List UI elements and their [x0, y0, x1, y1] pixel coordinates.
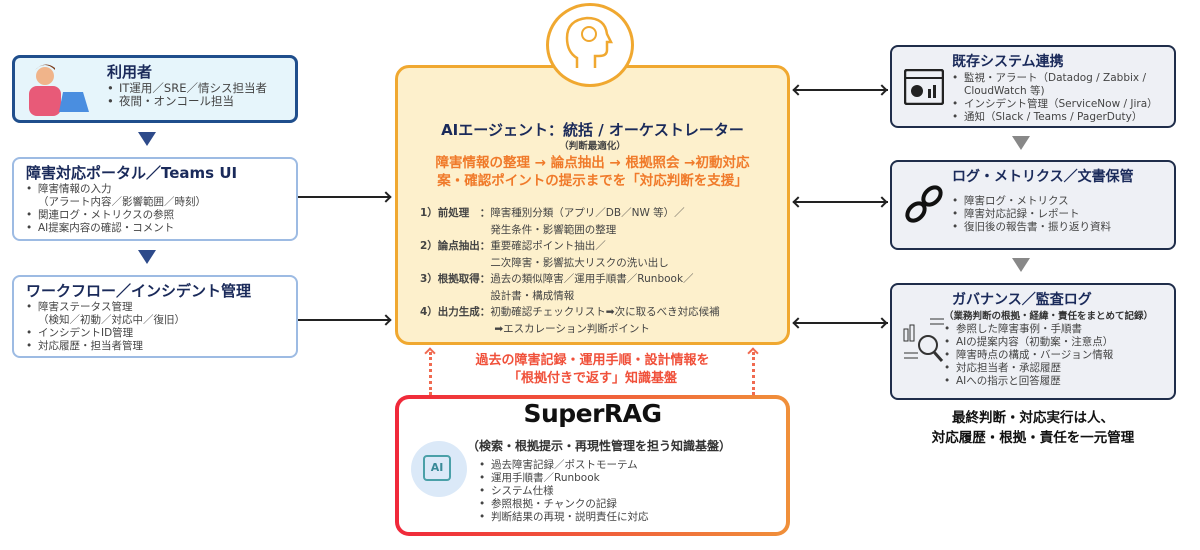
portal-item: 障害情報の入力: [26, 183, 284, 196]
step-line: 過去の類似障害／運用手順書／Runbook／: [490, 273, 694, 285]
governance-box: ガバナンス／監査ログ （業務判断の根拠・経緯・責任をまとめて記録） 参照した障害…: [890, 283, 1176, 400]
arrow-head-icon: [380, 314, 392, 326]
users-box: 利用者 IT運用／SRE／情シス担当者夜間・オンコール担当: [12, 55, 298, 123]
governance-item: 参照した障害事例・手順書: [944, 323, 1170, 336]
arrow-head-icon: [424, 347, 436, 359]
knowledge-caption: 「根拠付きで返す」知識基盤: [507, 371, 677, 386]
governance-note: （業務判断の根拠・経緯・責任をまとめて記録）: [944, 311, 1154, 322]
arrow-head-icon: [747, 347, 759, 359]
down-arrow-icon: [1012, 258, 1030, 272]
governance-title: ガバナンス／監査ログ: [952, 292, 1092, 308]
audit-search-icon: [903, 318, 944, 362]
arrow-agent-logs: [793, 201, 888, 203]
down-arrow-icon: [138, 132, 156, 146]
workflow-item: 障害ステータス管理: [26, 301, 284, 314]
step-line: 発生条件・影響範囲の整理: [490, 223, 617, 236]
governance-item: AIへの指示と回答履歴: [944, 375, 1170, 388]
agent-title: AIエージェント：統括 / オーケストレーター: [441, 121, 744, 139]
step-label: 1）前処理 ：: [420, 207, 491, 219]
dashed-arrow-left: [429, 352, 432, 395]
arrow-head-icon: [876, 84, 888, 96]
existing-title: 既存システム連携: [952, 54, 1064, 70]
knowledge-caption: 過去の障害記録・運用手順・設計情報を: [475, 353, 710, 368]
superrag-item: 参照根拠・チャンクの記録: [479, 498, 649, 511]
ai-chip-label: AI: [423, 455, 451, 481]
arrow-head-icon: [792, 84, 804, 96]
ai-chip-icon: AI: [411, 441, 467, 497]
footer-note: 最終判断・対応実行は人、: [952, 410, 1114, 426]
users-item: 夜間・オンコール担当: [107, 95, 283, 109]
existing-item: 通知（Slack / Teams / PagerDuty）: [952, 111, 1164, 124]
portal-item: （アラート内容／影響範囲／時刻）: [38, 196, 206, 208]
arrow-head-icon: [380, 191, 392, 203]
superrag-subtitle: （検索・根拠提示・再現性管理を担う知識基盤）: [467, 439, 732, 453]
logs-item: 障害ログ・メトリクス: [952, 195, 1164, 208]
agent-lead: 案・確認ポイントの提示までを「対応判断を支援」: [437, 173, 748, 189]
existing-item: インシデント管理（ServiceNow / Jira）: [952, 98, 1164, 111]
agent-lead: 障害情報の整理 → 論点抽出 → 根拠照会 →初動対応: [435, 155, 750, 171]
portal-item: 関連ログ・メトリクスの参照: [26, 209, 284, 222]
superrag-item: 判断結果の再現・説明責任に対応: [479, 511, 649, 524]
workflow-item: 対応履歴・担当者管理: [26, 340, 284, 353]
arrow-head-icon: [876, 317, 888, 329]
down-arrow-icon: [1012, 136, 1030, 150]
governance-item: AIの提案内容（初動案・注意点）: [944, 336, 1170, 349]
dashboard-icon: [904, 69, 944, 105]
governance-item: 対応担当者・承認履歴: [944, 362, 1170, 375]
workflow-item: インシデントID管理: [26, 327, 284, 340]
arrow-agent-existing: [793, 89, 888, 91]
arrow-head-icon: [792, 317, 804, 329]
logs-box: ログ・メトリクス／文書保管 障害ログ・メトリクス障害対応記録・レポート復旧後の報…: [890, 160, 1176, 250]
workflow-box: ワークフロー／インシデント管理 障害ステータス管理（検知／初動／対応中／復旧）イ…: [12, 275, 298, 358]
portal-item: AI提案内容の確認・コメント: [26, 222, 284, 235]
brain-head-icon: [546, 3, 634, 87]
step-line: ➡エスカレーション判断ポイント: [494, 322, 650, 335]
arrow-agent-governance: [793, 322, 888, 324]
arrow-workflow-agent: [298, 319, 390, 321]
step-line: 重要確認ポイント抽出／: [490, 240, 606, 252]
governance-item: 障害時点の構成・バージョン情報: [944, 349, 1170, 362]
portal-title: 障害対応ポータル／Teams UI: [26, 164, 238, 182]
users-item: IT運用／SRE／情シス担当者: [107, 82, 283, 96]
step-line: 二次障害・影響拡大リスクの洗い出し: [490, 256, 669, 269]
logs-item: 復旧後の報告書・振り返り資料: [952, 221, 1164, 234]
existing-item: CloudWatch 等): [964, 85, 1045, 97]
users-title: 利用者: [107, 63, 153, 81]
step-label: 4）出力生成：: [420, 306, 491, 318]
user-laptop-icon: [29, 64, 89, 116]
workflow-item: （検知／初動／対応中／復旧）: [38, 314, 185, 326]
arrow-head-icon: [876, 196, 888, 208]
arrow-portal-agent: [298, 196, 390, 198]
step-line: 設計書・構成情報: [490, 289, 575, 302]
down-arrow-icon: [138, 250, 156, 264]
logs-item: 障害対応記録・レポート: [952, 208, 1164, 221]
existing-item: 監視・アラート（Datadog / Zabbix /: [952, 72, 1164, 85]
step-label: 2）論点抽出：: [420, 240, 491, 252]
dashed-arrow-right: [752, 352, 755, 395]
superrag-title: SuperRAG: [523, 399, 662, 428]
logs-title: ログ・メトリクス／文書保管: [952, 169, 1134, 185]
step-line: 障害種別分類（アプリ／DB／NW 等）／: [490, 207, 685, 219]
arrow-head-icon: [792, 196, 804, 208]
chain-link-icon: [905, 185, 943, 223]
step-line: 初動確認チェックリスト➡次に取るべき対応候補: [490, 306, 720, 318]
superrag-item: 過去障害記録／ポストモーテム: [479, 459, 649, 472]
superrag-item: 運用手順書／Runbook: [479, 472, 649, 485]
workflow-title: ワークフロー／インシデント管理: [26, 282, 252, 300]
step-label: 3）根拠取得：: [420, 273, 491, 285]
portal-box: 障害対応ポータル／Teams UI 障害情報の入力（アラート内容／影響範囲／時刻…: [12, 157, 298, 241]
agent-subtitle: （判断最適化）: [559, 141, 626, 152]
existing-box: 既存システム連携 監視・アラート（Datadog / Zabbix /Cloud…: [890, 45, 1176, 128]
superrag-item: システム仕様: [479, 485, 649, 498]
footer-note: 対応履歴・根拠・責任を一元管理: [931, 430, 1135, 446]
agent-steps: 1）前処理 ：障害種別分類（アプリ／DB／NW 等）／発生条件・影響範囲の整理 …: [420, 205, 720, 337]
superrag-box: SuperRAG （検索・根拠提示・再現性管理を担う知識基盤） AI 過去障害記…: [395, 395, 790, 536]
